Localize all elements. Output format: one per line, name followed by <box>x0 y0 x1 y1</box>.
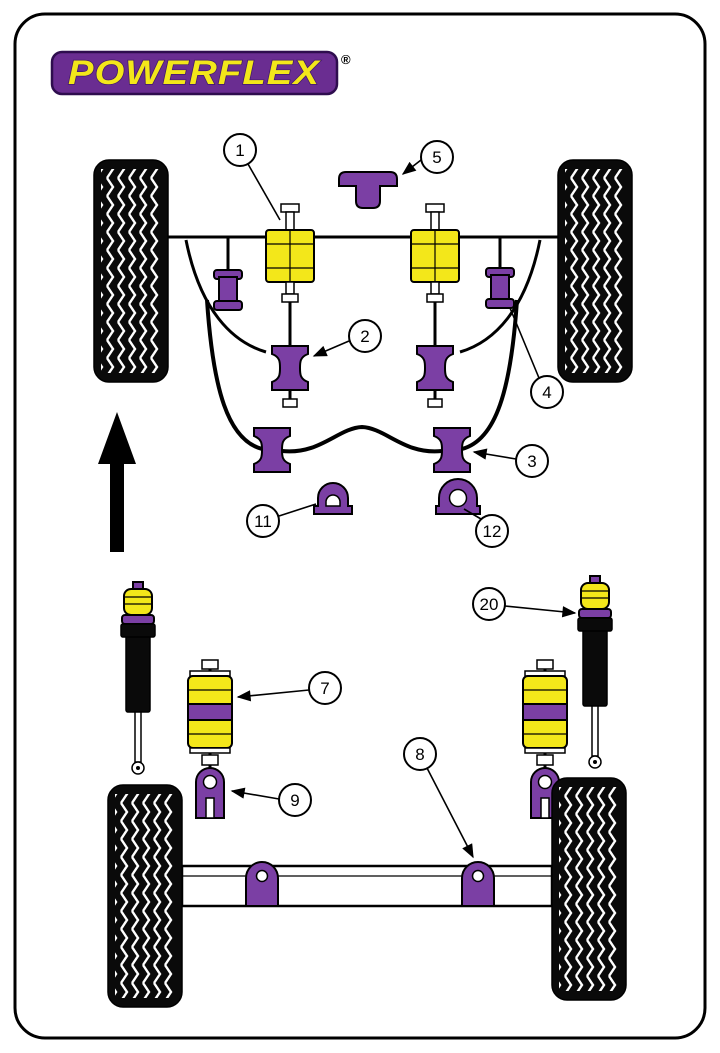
front-suspension-diagram: 1 5 2 4 3 11 12 <box>93 133 633 548</box>
callout-4-leader <box>509 307 540 379</box>
front-right-tire <box>557 159 633 383</box>
callout-1-leader <box>247 163 281 221</box>
bushing-nut-left <box>282 398 298 408</box>
callout-2-number: 2 <box>360 327 369 346</box>
callout-12: 12 <box>463 508 509 548</box>
clevis-bracket-left <box>195 767 225 819</box>
spool-bushing-right <box>485 267 515 309</box>
callout-7-leader <box>236 689 310 702</box>
callout-3-circle <box>515 444 549 478</box>
bushing-nut-right <box>427 398 443 408</box>
callout-4-number: 4 <box>542 383 551 402</box>
callout-7-number: 7 <box>320 679 329 698</box>
callout-11-leader <box>278 503 317 517</box>
callout-1-circle <box>223 133 257 167</box>
front-left-tire <box>93 159 169 383</box>
logo-text: POWERFLEX <box>68 54 321 92</box>
callout-9: 9 <box>230 783 312 817</box>
callout-11-number: 11 <box>254 512 272 531</box>
callout-8-number: 8 <box>415 745 424 764</box>
rear-left-tire <box>107 784 183 1008</box>
beam-mount-left <box>245 861 279 907</box>
callout-5-number: 5 <box>432 148 441 167</box>
callout-2-circle <box>348 319 382 353</box>
callout-7: 7 <box>236 671 342 705</box>
callout-1: 1 <box>223 133 281 221</box>
callout-4-circle <box>530 375 564 409</box>
callout-8-circle <box>403 737 437 771</box>
callout-12-leader <box>463 508 482 520</box>
callout-9-leader <box>230 787 280 800</box>
rear-right-tire <box>551 777 627 1001</box>
logo-box <box>50 50 339 96</box>
callout-20: 20 <box>472 587 577 621</box>
registered-mark: ® <box>341 52 351 67</box>
round-clamp-hole <box>448 488 468 508</box>
callout-20-circle <box>472 587 506 621</box>
beam-mount-right <box>461 861 495 907</box>
callout-4: 4 <box>509 307 564 409</box>
callout-12-number: 12 <box>483 522 502 541</box>
anti-roll-bar <box>205 299 519 454</box>
callout-5-circle <box>420 140 454 174</box>
callout-20-leader <box>504 605 577 618</box>
callout-3-number: 3 <box>527 452 536 471</box>
callout-2-leader <box>312 340 350 357</box>
rear-suspension-diagram: 20 7 9 8 <box>107 575 627 1008</box>
front-right-arm <box>459 239 542 354</box>
callout-11: 11 <box>246 503 317 538</box>
round-clamp-bracket <box>435 478 481 515</box>
callout-5-leader <box>401 159 422 175</box>
d-clamp-bracket <box>313 482 353 515</box>
callout-9-circle <box>278 783 312 817</box>
front-left-arm <box>184 239 267 354</box>
callout-11-circle <box>246 504 280 538</box>
callout-7-circle <box>308 671 342 705</box>
callout-20-number: 20 <box>480 595 499 614</box>
top-hat-bushing <box>338 171 398 209</box>
callout-1-number: 1 <box>235 141 244 160</box>
callout-3-leader <box>472 448 517 460</box>
direction-up-arrow <box>98 412 136 552</box>
spool-bushing-left <box>213 269 243 311</box>
callout-3: 3 <box>472 444 549 478</box>
d-clamp-hole <box>325 494 341 507</box>
callout-12-circle <box>475 514 509 548</box>
callout-5: 5 <box>401 140 454 175</box>
powerflex-logo: POWERFLEX ® <box>50 50 351 96</box>
callout-8: 8 <box>403 737 474 859</box>
callout-9-number: 9 <box>290 791 299 810</box>
callout-2: 2 <box>312 319 382 357</box>
callout-8-leader <box>426 767 474 859</box>
